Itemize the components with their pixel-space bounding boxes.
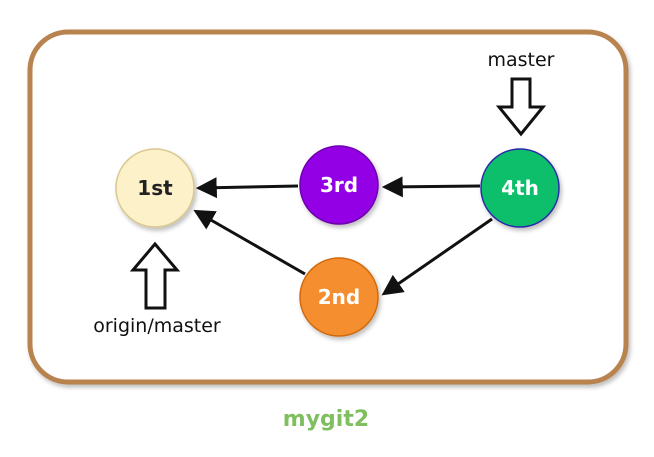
commit-circle-2nd [299, 257, 379, 337]
commit-label-2nd: 2nd [318, 285, 360, 309]
repository-caption: mygit2 [283, 407, 369, 432]
master-label: master [487, 49, 554, 71]
commit-circle-1st [115, 148, 195, 228]
edge-3rd-to-1st [195, 177, 299, 199]
origin-master-pointer: origin/master [93, 241, 221, 337]
commit-circle-4th [480, 148, 560, 228]
commit-label-1st: 1st [137, 176, 173, 200]
commit-node-3rd: 3rd [299, 145, 379, 225]
commit-label-4th: 4th [501, 176, 539, 200]
commit-circle-3rd [299, 145, 379, 225]
up-arrow-icon [129, 241, 181, 310]
commit-label-3rd: 3rd [320, 173, 358, 197]
down-arrow-icon [495, 77, 547, 137]
commit-node-4th: 4th [480, 148, 560, 228]
commit-node-2nd: 2nd [299, 257, 379, 337]
edge-4th-to-3rd [381, 176, 481, 198]
edge-2nd-to-1st [193, 209, 306, 276]
master-pointer: master [487, 49, 555, 137]
edge-4th-to-2nd [381, 217, 493, 296]
origin-master-label: origin/master [93, 315, 221, 337]
commit-node-1st: 1st [115, 148, 195, 228]
